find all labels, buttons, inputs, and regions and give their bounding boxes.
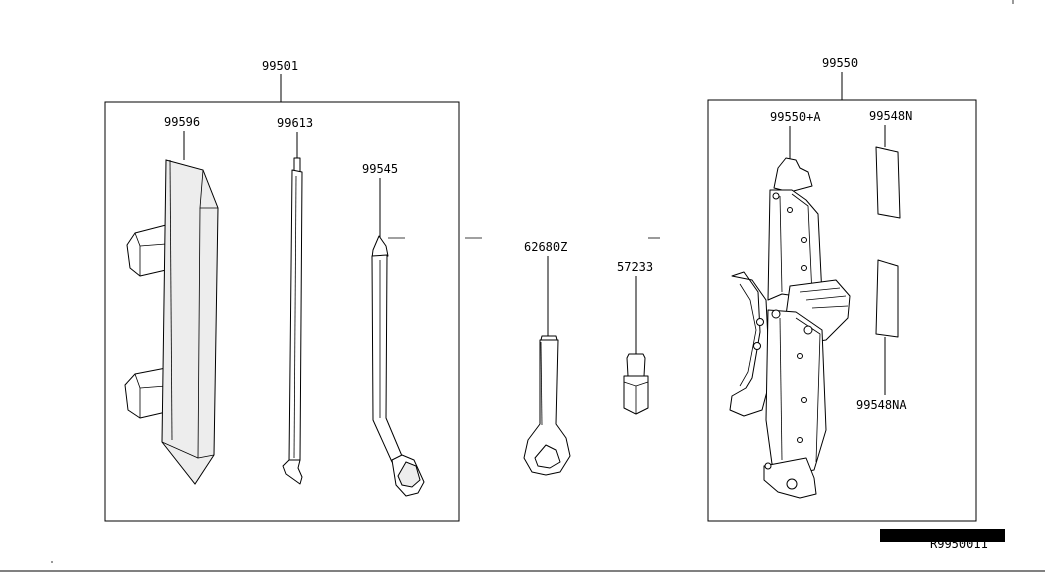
label-adapter: 57233 xyxy=(617,260,653,274)
redaction-bar xyxy=(880,529,1005,542)
kit-box-left xyxy=(104,101,460,522)
adapter-part xyxy=(623,353,649,415)
label-caution-upper: 99548N xyxy=(869,109,912,123)
jack-handle-part xyxy=(282,157,303,485)
label-kit-left: 99501 xyxy=(262,59,298,73)
caution-label-upper xyxy=(875,146,901,219)
wheel-brace-part xyxy=(371,235,425,497)
tow-hook-part xyxy=(523,335,571,476)
scissor-jack-part xyxy=(729,157,851,499)
label-jack-handle: 99613 xyxy=(277,116,313,130)
caution-label-lower xyxy=(875,259,899,338)
tool-bag-part xyxy=(124,159,219,485)
label-kit-right: 99550 xyxy=(822,56,858,70)
label-caution-lower: 99548NA xyxy=(856,398,907,412)
label-wheel-brace: 99545 xyxy=(362,162,398,176)
label-jack-assy: 99550+A xyxy=(770,110,821,124)
label-tool-bag: 99596 xyxy=(164,115,200,129)
label-tow-hook: 62680Z xyxy=(524,240,567,254)
